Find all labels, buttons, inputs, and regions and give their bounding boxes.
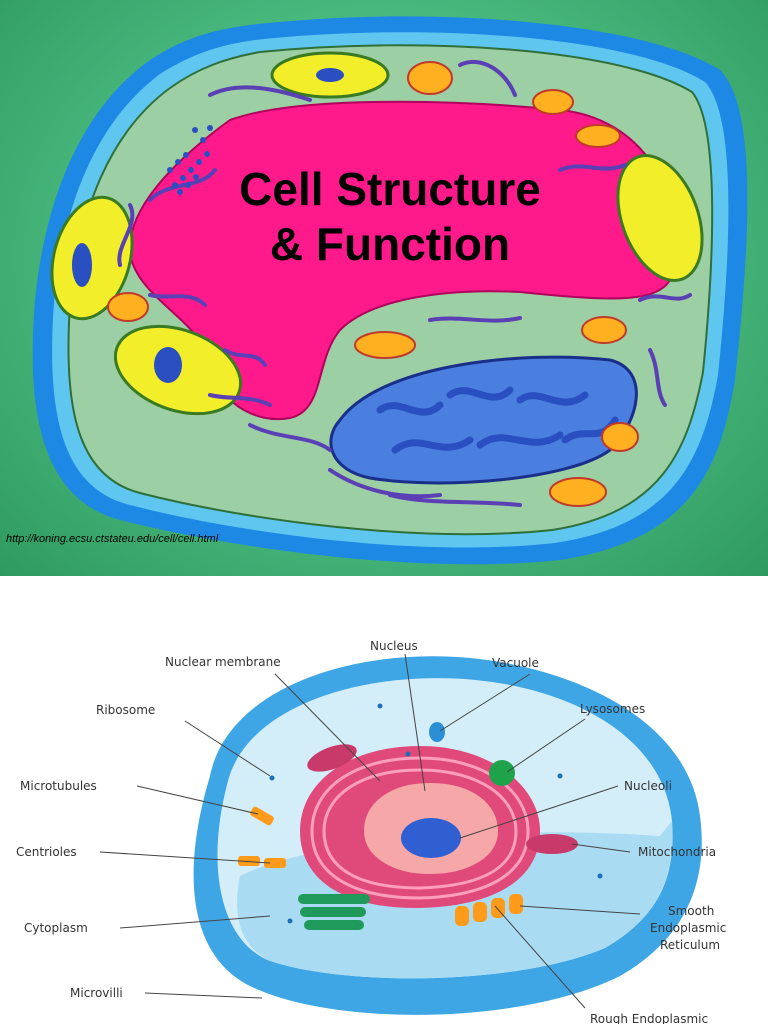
mitochondria [107,61,639,507]
centriole [238,856,260,866]
label-vacuole: Vacuole [492,656,539,670]
title-line-2: & Function [269,218,511,271]
centriole [264,858,286,868]
microtubule [250,806,274,826]
label-centrioles: Centrioles [16,845,77,859]
label-rough-er: Rough Endoplasmic [590,1012,708,1024]
label-microtubules: Microtubules [20,779,97,793]
source-url: http://koning.ecsu.ctstateu.edu/cell/cel… [6,533,219,545]
chloroplast [113,324,243,416]
animal-cell-illustration: Nucleus Nuclear membrane Vacuole Ribosom… [16,639,726,1024]
ribosomes [269,703,603,924]
chloroplast [616,154,704,282]
title-line-1: Cell Structure [239,163,541,215]
label-nucleus: Nucleus [370,639,418,653]
chloroplast [270,51,390,99]
label-mitochondria: Mitochondria [638,845,716,859]
label-lysosomes: Lysosomes [580,702,645,716]
chromatin [376,386,619,454]
mitochondrion [307,744,357,772]
label-nucleoli: Nucleoli [624,779,672,793]
label-smooth-er-3: Reticulum [660,938,720,952]
label-microvilli: Microvilli [70,986,123,1000]
leader-lines [99,653,641,1009]
smooth-er [455,894,523,926]
vacuole [429,722,445,742]
label-cytoplasm: Cytoplasm [24,921,88,935]
mitochondrion [526,834,578,854]
endoplasmic-reticulum [117,59,692,507]
chloroplast [50,195,134,321]
lysosome [489,760,515,786]
animal-cell-diagram: Nucleus Nuclear membrane Vacuole Ribosom… [0,576,768,1024]
label-ribosome: Ribosome [96,703,155,717]
label-smooth-er-2: Endoplasmic [650,921,726,935]
label-smooth-er-1: Smooth [668,904,714,918]
golgi-apparatus [167,125,213,195]
title-slide: Cell Structure & Function http://koning.… [0,0,768,576]
plant-cell-illustration [32,16,748,565]
golgi-apparatus [298,894,370,930]
label-nuclear-membrane: Nuclear membrane [165,655,281,669]
slide-title: Cell Structure & Function [170,162,610,272]
nucleolus [401,818,461,858]
